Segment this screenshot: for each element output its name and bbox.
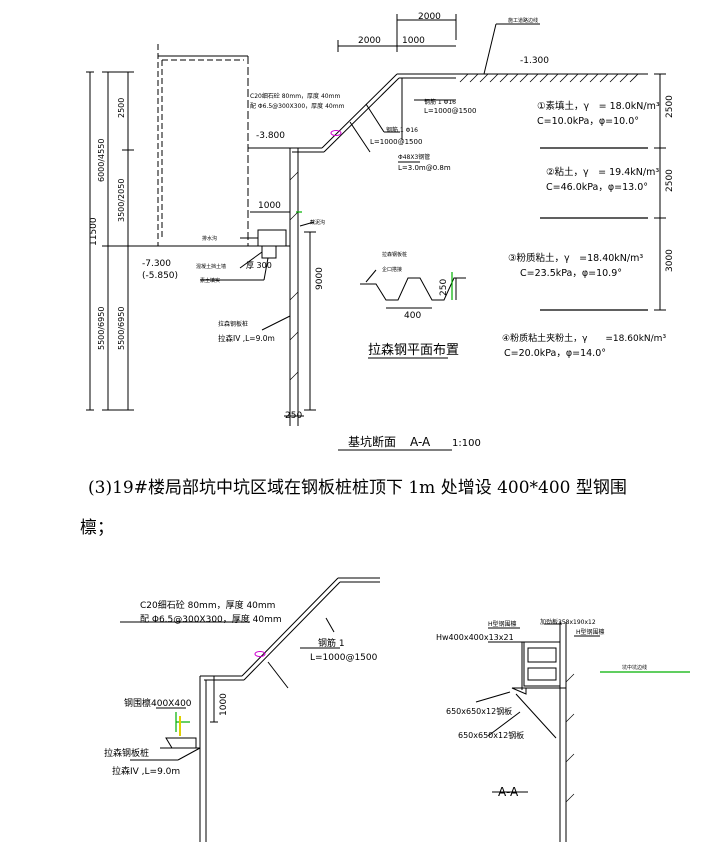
plan-dim-250: 250 — [439, 279, 449, 296]
level-top: -1.300 — [520, 56, 549, 66]
dim-2500-left: 2500 — [117, 98, 126, 118]
dim-5500-6950-b: 5500/6950 — [117, 307, 126, 350]
plan-label2: 企口搭接 — [382, 266, 402, 273]
steel-pipe-spacing: L=3.0m@0.8m — [398, 164, 451, 172]
steel-pipe: Φ48X3钢管 — [398, 153, 430, 161]
aa-label: A-A — [498, 785, 519, 799]
excavation-section-drawing: 2000 2000 1000 施工道路边线 -1.300 ①素填土，γ = 18… — [86, 12, 675, 451]
drain-ditch-label: 排水沟 — [202, 235, 217, 242]
pile-length: 拉森IV ,L=9.0m — [218, 333, 275, 343]
pit-label: 坑中坑边线 — [622, 664, 647, 671]
layer3-params: C=23.5kPa，φ=10.9° — [520, 268, 622, 279]
dim-11500: 11500 — [89, 217, 99, 246]
dim-5500-6950-a: 5500/6950 — [97, 307, 106, 350]
pile-name: 拉森钢板桩 — [218, 320, 248, 328]
layer4-name: ④粉质粘土夹粉土，γ =18.60kN/m³ — [502, 332, 666, 344]
layer4-params: C=20.0kPa，φ=14.0° — [504, 348, 606, 359]
dim-250-bottom: 250 — [285, 411, 302, 421]
level-bottom2: (-5.850) — [142, 271, 178, 281]
layer2-name: ②粘土，γ = 19.4kN/m³ — [546, 166, 659, 178]
cap-thickness: 厚 300 — [246, 261, 272, 270]
note2-mesh: 配 Φ6.5@300X300，厚度 40mm — [140, 613, 282, 625]
pile2-length: 拉森IV ,L=9.0m — [112, 765, 180, 777]
plate-650b: 650x650x12钢板 — [458, 730, 524, 740]
section-code: A-A — [410, 435, 431, 449]
dim-top-2000: 2000 — [418, 12, 441, 22]
plate-label: 加劲板358x190x12 — [540, 618, 596, 626]
level-mid: -3.800 — [256, 131, 285, 141]
level-bottom: -7.300 — [142, 259, 171, 269]
dim-1000-cap: 1000 — [258, 201, 281, 211]
dim-2000: 2000 — [358, 36, 381, 46]
h-steel-label: H型钢围檩 — [488, 620, 517, 628]
h-steel-label2: H型钢围檩 — [576, 628, 605, 636]
plan-dim-400: 400 — [404, 311, 421, 321]
steel-rod-lower-spacing: L=1000@1500 — [370, 138, 422, 146]
hw-label: Hw400x400x13x21 — [436, 633, 514, 642]
road-label: 施工道路边线 — [508, 17, 538, 24]
plan-title: 拉森钢平面布置 — [368, 343, 459, 358]
pile2-name: 拉森钢板桩 — [104, 747, 149, 759]
layer1-thickness: 2500 — [665, 95, 675, 118]
steel-rod2-spacing: L=1000@1500 — [310, 653, 378, 663]
layer1-params: C=10.0kPa，φ=10.0° — [537, 116, 639, 127]
note-concrete: C20细石砼 80mm，厚度 40mm — [250, 92, 340, 100]
section-title: 基坑断面 — [348, 434, 396, 449]
dim-9000: 9000 — [315, 267, 325, 290]
steel-rod-lower: 钢筋 1 Φ16 — [386, 126, 418, 134]
note-mesh: 配 Φ6.5@300X300，厚度 40mm — [250, 102, 345, 110]
section-scale: 1:100 — [452, 438, 481, 449]
waler-detail-drawing: C20细石砼 80mm，厚度 40mm 配 Φ6.5@300X300，厚度 40… — [104, 577, 690, 842]
dim2-1000: 1000 — [219, 693, 229, 716]
plan-label1: 拉森钢板桩 — [382, 251, 407, 258]
dim-6000-4550: 6000/4550 — [97, 139, 106, 182]
steel-rod-upper: 钢筋 1 Φ16 — [424, 98, 456, 106]
layer3-name: ③粉质粘土，γ =18.40kN/m³ — [508, 252, 643, 264]
dim-3500-2050: 3500/2050 — [117, 179, 126, 222]
paragraph-line2: 檩； — [80, 518, 114, 538]
concrete-cap-label: 混凝土挡土墙 — [196, 263, 226, 270]
backfill-label: 素土填实 — [200, 277, 220, 284]
plate-650a: 650x650x12钢板 — [446, 706, 512, 716]
dim-1000: 1000 — [402, 36, 425, 46]
steel-rod2-name: 钢筋 1 — [318, 637, 345, 649]
layer3-thickness: 3000 — [665, 249, 675, 272]
paragraph-line1: (3)19#楼局部坑中坑区域在钢板桩桩顶下 1m 处增设 400*400 型钢围 — [88, 478, 627, 498]
waler-label: 钢围檩400X400 — [124, 697, 192, 709]
steel-rod-upper-spacing: L=1000@1500 — [424, 107, 476, 115]
layer2-params: C=46.0kPa，φ=13.0° — [546, 182, 648, 193]
sediment-label: 截泥沟 — [310, 219, 325, 226]
layer2-thickness: 2500 — [665, 169, 675, 192]
note2-concrete: C20细石砼 80mm，厚度 40mm — [140, 599, 275, 611]
layer1-name: ①素填土，γ = 18.0kN/m³ — [537, 100, 660, 112]
